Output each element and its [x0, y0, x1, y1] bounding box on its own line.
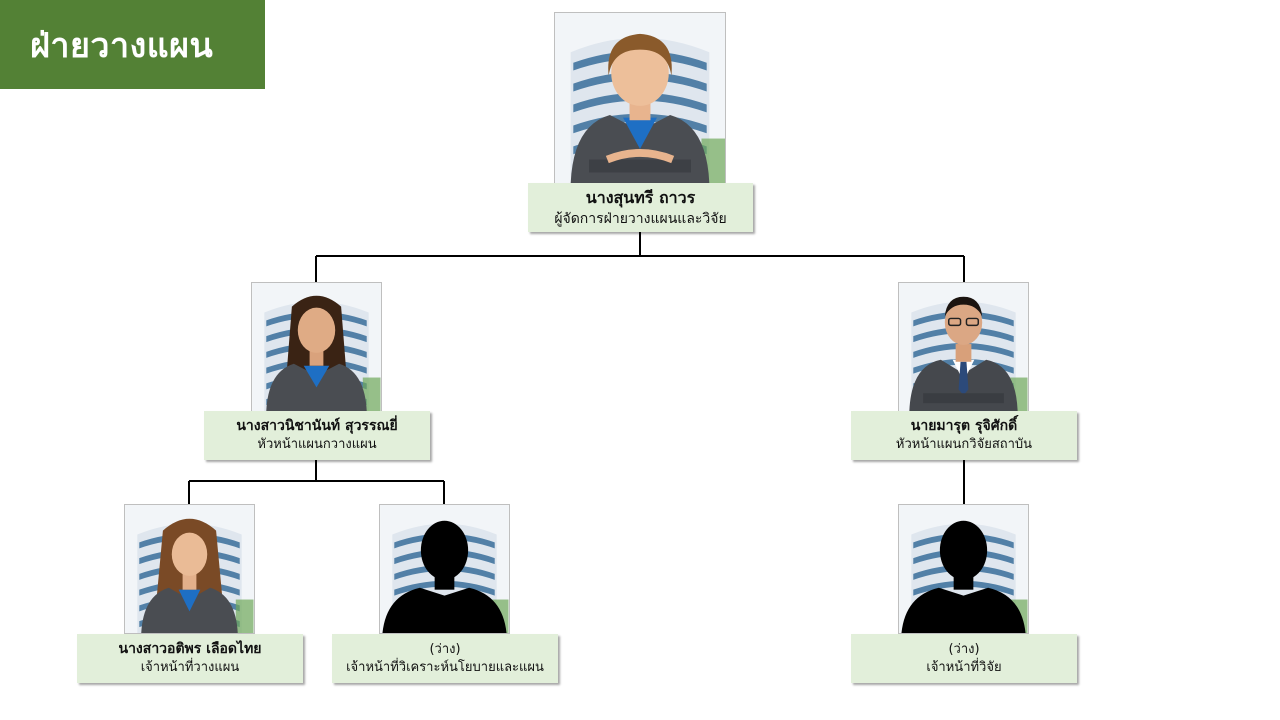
research-head-card: นายมารุต รุจิศักดิ์ หัวหน้าแผนกวิจัยสถาบ… [851, 411, 1077, 460]
research-head-name: นายมารุต รุจิศักดิ์ [910, 418, 1018, 434]
research-officer-position: เจ้าหน้าที่วิจัย [926, 659, 1002, 675]
policy-analyst-card: (ว่าง) เจ้าหน้าที่วิเคราะห์นโยบายและแผน [332, 634, 558, 683]
planning-head-card: นางสาวนิชานันท์ สุวรรณยี่ หัวหน้าแผนกวาง… [204, 411, 430, 460]
planning-head-position: หัวหน้าแผนกวางแผน [257, 437, 377, 452]
page-title: ฝ่ายวางแผน [0, 0, 265, 89]
research-officer-name: (ว่าง) [948, 641, 980, 657]
planning-officer-name: นางสาวอติพร เลือดไทย [118, 641, 262, 657]
planning-officer-card: นางสาวอติพร เลือดไทย เจ้าหน้าที่วางแผน [77, 634, 303, 683]
planning-officer-position: เจ้าหน้าที่วางแผน [140, 660, 240, 675]
person-photo-icon [252, 283, 381, 411]
manager-card: นางสุนทรี ถาวร ผู้จัดการฝ่ายวางแผนและวิจ… [528, 183, 753, 232]
planning-head-photo [251, 282, 382, 412]
planning-officer-photo [124, 504, 255, 634]
policy-analyst-position: เจ้าหน้าที่วิเคราะห์นโยบายและแผน [346, 659, 544, 675]
policy-analyst-name: (ว่าง) [429, 641, 461, 657]
manager-name: นางสุนทรี ถาวร [585, 187, 696, 207]
manager-photo [554, 12, 726, 184]
research-head-position: หัวหน้าแผนกวิจัยสถาบัน [895, 437, 1033, 452]
planning-head-name: นางสาวนิชานันท์ สุวรรณยี่ [236, 418, 398, 434]
person-photo-icon [125, 505, 254, 633]
research-officer-card: (ว่าง) เจ้าหน้าที่วิจัย [851, 634, 1077, 683]
research-head-photo [898, 282, 1029, 412]
silhouette-icon [380, 505, 509, 633]
silhouette-icon [899, 505, 1028, 633]
person-photo-icon [555, 13, 725, 183]
research-officer-photo [898, 504, 1029, 634]
manager-position: ผู้จัดการฝ่ายวางแผนและวิจัย [554, 210, 727, 227]
person-photo-icon [899, 283, 1028, 411]
policy-analyst-photo [379, 504, 510, 634]
